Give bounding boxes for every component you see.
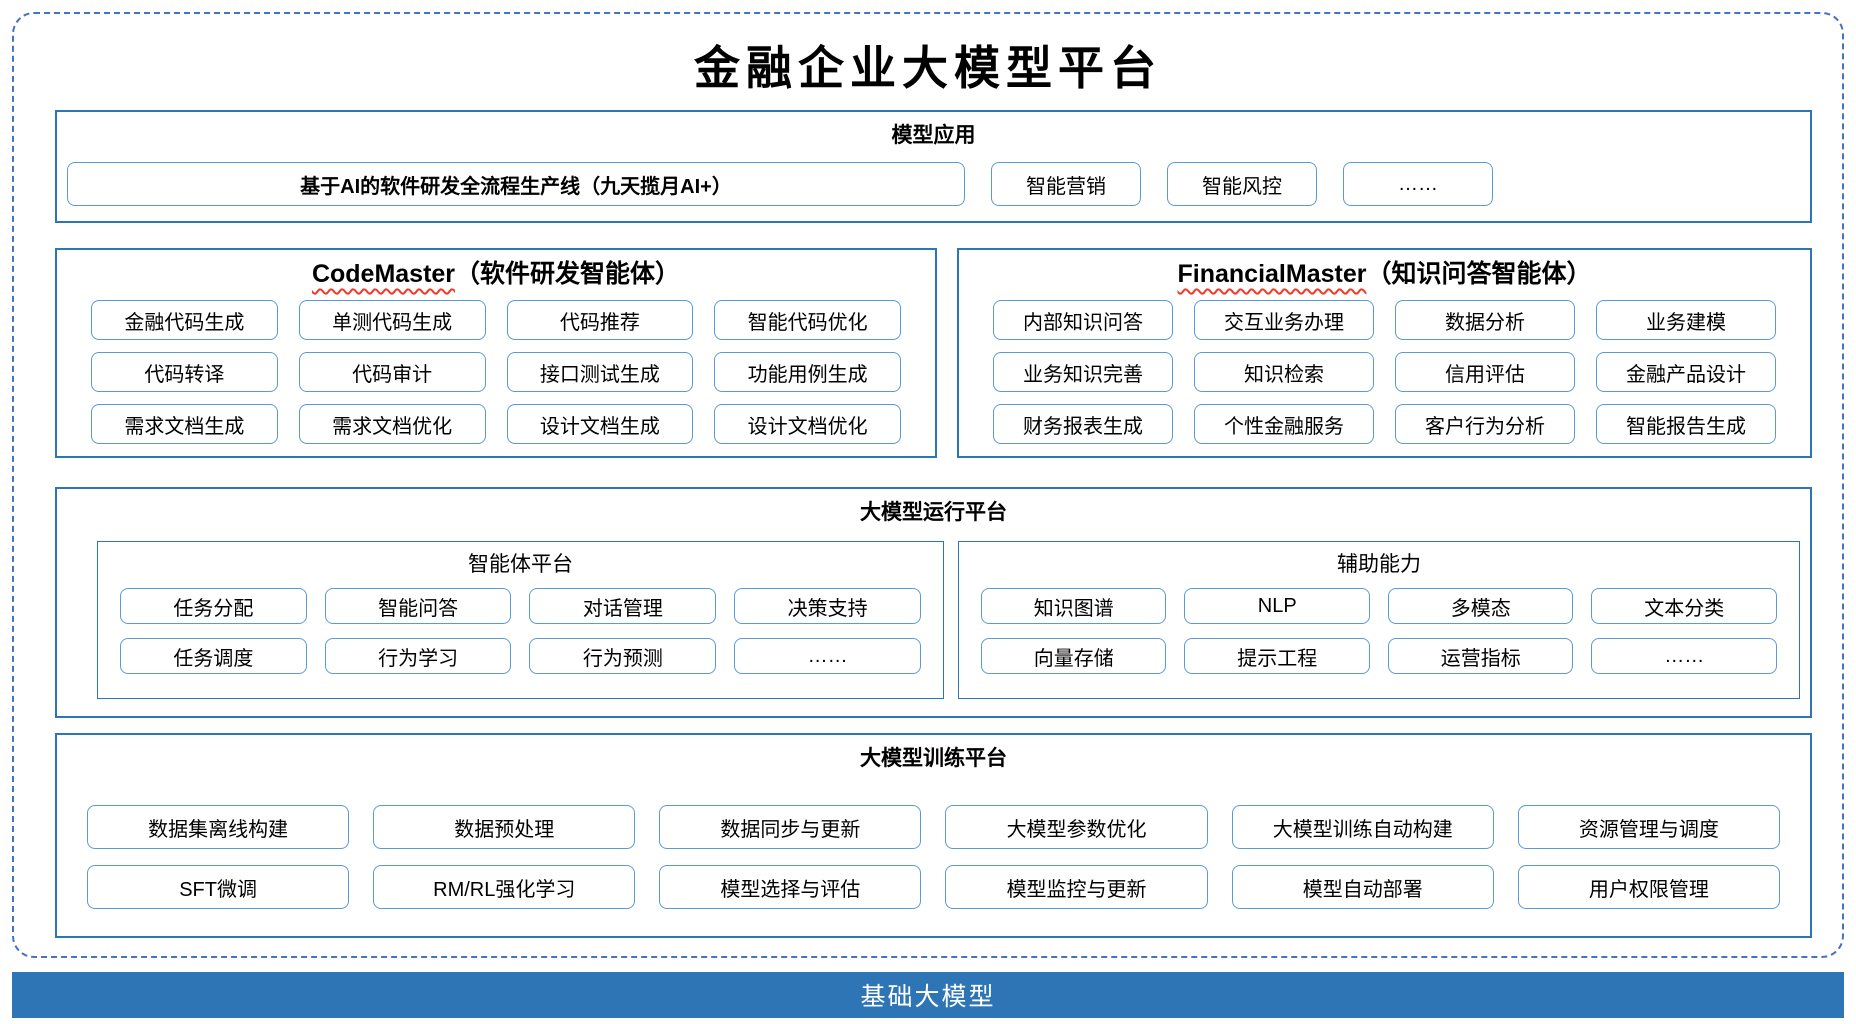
financialmaster-panel: FinancialMaster（知识问答智能体） 内部知识问答 交互业务办理 数… xyxy=(957,248,1812,458)
training-item: 模型监控与更新 xyxy=(945,865,1208,909)
agents-section: CodeMaster（软件研发智能体） 金融代码生成 单测代码生成 代码推荐 智… xyxy=(55,248,1812,458)
agent-platform-panel: 智能体平台 任务分配 智能问答 对话管理 决策支持 任务调度 行为学习 行为预测… xyxy=(97,541,944,699)
runtime-panels: 智能体平台 任务分配 智能问答 对话管理 决策支持 任务调度 行为学习 行为预测… xyxy=(57,529,1810,699)
pipeline-box: 基于AI的软件研发全流程生产线（九天揽月AI+） xyxy=(67,162,965,206)
agent-platform-item: 行为预测 xyxy=(529,638,717,674)
codemaster-item: 金融代码生成 xyxy=(91,300,278,340)
training-item: 模型自动部署 xyxy=(1231,865,1494,909)
training-item: 数据同步与更新 xyxy=(659,805,922,849)
financialmaster-item: 个性金融服务 xyxy=(1194,404,1374,444)
financialmaster-item: 交互业务办理 xyxy=(1194,300,1374,340)
platform-dashed-border xyxy=(12,12,1844,958)
training-item: 模型选择与评估 xyxy=(659,865,922,909)
app-item-risk-control: 智能风控 xyxy=(1167,162,1317,206)
financialmaster-item: 智能报告生成 xyxy=(1596,404,1776,444)
financialmaster-item: 业务知识完善 xyxy=(993,352,1173,392)
model-application-row: 基于AI的软件研发全流程生产线（九天揽月AI+） 智能营销 智能风控 …… xyxy=(67,162,1800,206)
training-item: SFT微调 xyxy=(87,865,350,909)
agent-platform-item: 行为学习 xyxy=(324,638,512,674)
runtime-platform-header: 大模型运行平台 xyxy=(860,501,1007,524)
app-item-more: …… xyxy=(1343,162,1493,206)
auxiliary-item: NLP xyxy=(1184,588,1370,624)
codemaster-item: 需求文档生成 xyxy=(91,404,278,444)
financialmaster-item: 信用评估 xyxy=(1395,352,1575,392)
codemaster-title-en: CodeMaster xyxy=(311,260,456,288)
agent-platform-item: 任务分配 xyxy=(120,588,307,624)
training-item: RM/RL强化学习 xyxy=(373,865,636,909)
agent-platform-item: 对话管理 xyxy=(529,588,717,624)
codemaster-item: 代码转译 xyxy=(91,352,278,392)
model-application-header: 模型应用 xyxy=(891,124,976,147)
page-title: 金融企业大模型平台 xyxy=(694,43,1162,94)
auxiliary-item: …… xyxy=(1591,638,1777,674)
financialmaster-title-en: FinancialMaster xyxy=(1177,260,1367,288)
base-model-bar: 基础大模型 xyxy=(12,972,1844,1018)
training-item: 数据集离线构建 xyxy=(87,805,350,849)
agent-platform-item: 智能问答 xyxy=(324,588,512,624)
codemaster-item: 设计文档优化 xyxy=(714,404,901,444)
financialmaster-item: 知识检索 xyxy=(1194,352,1374,392)
codemaster-item: 功能用例生成 xyxy=(714,352,901,392)
financialmaster-grid: 内部知识问答 交互业务办理 数据分析 业务建模 业务知识完善 知识检索 信用评估… xyxy=(959,292,1810,458)
auxiliary-header: 辅助能力 xyxy=(1336,553,1421,576)
base-model-bar-label: 基础大模型 xyxy=(860,983,996,1011)
codemaster-title-zh: （软件研发智能体） xyxy=(455,260,681,288)
financialmaster-item: 数据分析 xyxy=(1395,300,1575,340)
runtime-platform-section: 大模型运行平台 智能体平台 任务分配 智能问答 对话管理 决策支持 任务调度 行… xyxy=(55,487,1812,718)
training-item: 大模型参数优化 xyxy=(945,805,1208,849)
agent-platform-grid: 任务分配 智能问答 对话管理 决策支持 任务调度 行为学习 行为预测 …… xyxy=(98,580,943,686)
codemaster-item: 代码审计 xyxy=(298,352,486,392)
training-item: 资源管理与调度 xyxy=(1517,805,1780,849)
auxiliary-item: 运营指标 xyxy=(1387,638,1574,674)
financialmaster-item: 内部知识问答 xyxy=(993,300,1173,340)
financialmaster-item: 业务建模 xyxy=(1596,300,1776,340)
financialmaster-title-zh: （知识问答智能体） xyxy=(1366,260,1592,288)
financialmaster-item: 财务报表生成 xyxy=(993,404,1173,444)
auxiliary-item: 提示工程 xyxy=(1184,638,1370,674)
auxiliary-panel: 辅助能力 知识图谱 NLP 多模态 文本分类 向量存储 提示工程 运营指标 …… xyxy=(957,541,1800,699)
agent-platform-header: 智能体平台 xyxy=(467,553,573,576)
codemaster-item: 设计文档生成 xyxy=(506,404,694,444)
financialmaster-item: 客户行为分析 xyxy=(1395,404,1575,444)
codemaster-item: 需求文档优化 xyxy=(298,404,486,444)
financialmaster-title: FinancialMaster（知识问答智能体） xyxy=(959,256,1810,292)
auxiliary-grid: 知识图谱 NLP 多模态 文本分类 向量存储 提示工程 运营指标 …… xyxy=(959,580,1799,686)
codemaster-item: 代码推荐 xyxy=(506,300,694,340)
training-item: 大模型训练自动构建 xyxy=(1231,805,1494,849)
auxiliary-item: 文本分类 xyxy=(1591,588,1777,624)
agent-platform-item: 任务调度 xyxy=(120,638,307,674)
codemaster-panel: CodeMaster（软件研发智能体） 金融代码生成 单测代码生成 代码推荐 智… xyxy=(55,248,937,458)
codemaster-item: 接口测试生成 xyxy=(506,352,694,392)
training-item: 用户权限管理 xyxy=(1517,865,1780,909)
training-platform-header: 大模型训练平台 xyxy=(860,747,1007,770)
app-item-marketing: 智能营销 xyxy=(991,162,1141,206)
codemaster-item: 单测代码生成 xyxy=(298,300,486,340)
auxiliary-item: 多模态 xyxy=(1387,588,1574,624)
agent-platform-item: …… xyxy=(734,638,921,674)
financialmaster-item: 金融产品设计 xyxy=(1596,352,1776,392)
codemaster-grid: 金融代码生成 单测代码生成 代码推荐 智能代码优化 代码转译 代码审计 接口测试… xyxy=(57,292,935,458)
auxiliary-item: 知识图谱 xyxy=(980,588,1167,624)
auxiliary-item: 向量存储 xyxy=(980,638,1167,674)
agent-platform-item: 决策支持 xyxy=(734,588,921,624)
training-item: 数据预处理 xyxy=(373,805,636,849)
model-application-section: 模型应用 基于AI的软件研发全流程生产线（九天揽月AI+） 智能营销 智能风控 … xyxy=(55,110,1812,223)
codemaster-title: CodeMaster（软件研发智能体） xyxy=(57,256,935,292)
training-grid: 数据集离线构建 数据预处理 数据同步与更新 大模型参数优化 大模型训练自动构建 … xyxy=(57,775,1810,909)
codemaster-item: 智能代码优化 xyxy=(714,300,901,340)
training-platform-section: 大模型训练平台 数据集离线构建 数据预处理 数据同步与更新 大模型参数优化 大模… xyxy=(55,733,1812,938)
